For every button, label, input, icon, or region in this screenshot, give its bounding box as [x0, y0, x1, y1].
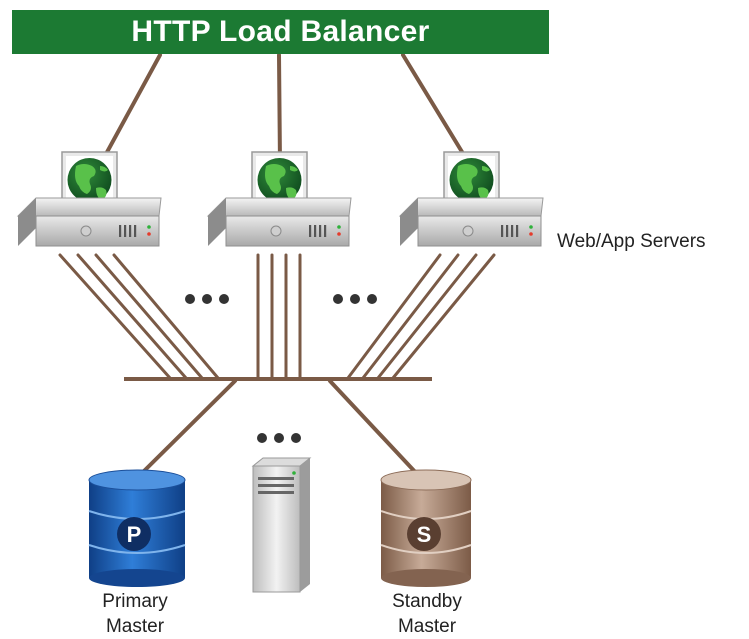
lb-link-3 [401, 53, 472, 167]
standby-badge: S [417, 522, 432, 547]
standby-label-line2: Master [397, 616, 457, 637]
web-server-1 [17, 151, 162, 247]
lb-link-1 [98, 53, 162, 167]
standby-database-icon: S [380, 469, 472, 587]
primary-badge: P [127, 522, 142, 547]
ellipsis-servers-right [333, 294, 377, 304]
lb-link-2 [277, 53, 282, 167]
ellipsis-databases [257, 433, 301, 443]
ellipsis-servers-left [185, 294, 229, 304]
standby-link [328, 379, 420, 477]
tower-server-icon [251, 457, 312, 593]
primary-label-line1: Primary [102, 591, 168, 612]
primary-label-line2: Master [105, 616, 165, 637]
primary-database-icon: P [88, 469, 186, 587]
standby-master-label: Standby Master [372, 589, 482, 639]
server-bundles [58, 253, 496, 380]
primary-master-label: Primary Master [80, 589, 190, 639]
http-load-balancer: HTTP Load Balancer [12, 10, 549, 54]
web-server-2 [207, 151, 352, 247]
primary-link [138, 379, 237, 477]
standby-label-line1: Standby [392, 591, 462, 612]
servers-label: Web/App Servers [557, 231, 706, 252]
web-server-3 [399, 151, 544, 247]
